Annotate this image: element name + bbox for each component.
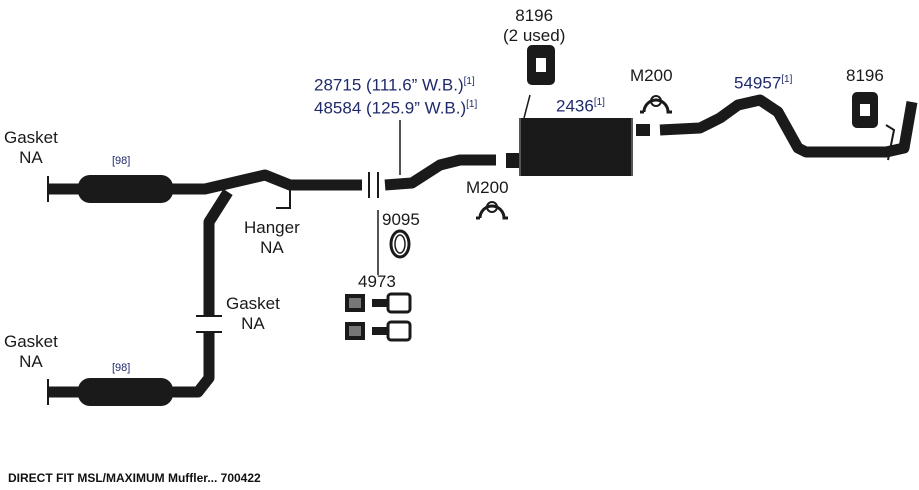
muffler-body <box>520 118 632 176</box>
tailpipe-54957-label: 54957[1] <box>734 73 793 93</box>
clamp-m200-top-icon <box>640 95 672 114</box>
upper-converter <box>78 175 173 203</box>
clamp-m200-bottom-label: M200 <box>466 178 509 197</box>
gasket-9095-label: 9095 <box>382 210 420 229</box>
hanger-8196-top-icon <box>527 45 555 85</box>
muffler-2436-label: 2436[1] <box>556 96 605 116</box>
clamp-m200-top-label: M200 <box>630 66 673 85</box>
hanger-8196-top-label: 8196(2 used) <box>503 6 566 45</box>
hanger-8196-right-label: 8196 <box>846 66 884 85</box>
hanger-8196-right-icon <box>852 92 878 128</box>
lower-converter <box>78 378 173 406</box>
ref-bottom-label: [98] <box>112 362 131 374</box>
footer-caption: DIRECT FIT MSL/MAXIMUM Muffler... 700422 <box>8 471 261 485</box>
gasket-9095-icon <box>389 229 411 259</box>
bolt-4973-label: 4973 <box>358 272 396 291</box>
hanger-bracket <box>267 179 291 209</box>
ref-top-label: [98] <box>112 155 131 167</box>
pipe-48584-label: 48584 (125.9” W.B.)[1] <box>314 98 478 118</box>
bolt-4973-icon <box>345 292 412 342</box>
clamp-m200-bottom-icon <box>476 201 508 220</box>
joint-sleeve <box>506 153 520 168</box>
pipe-28715-label: 28715 (111.6” W.B.)[1] <box>314 75 475 95</box>
